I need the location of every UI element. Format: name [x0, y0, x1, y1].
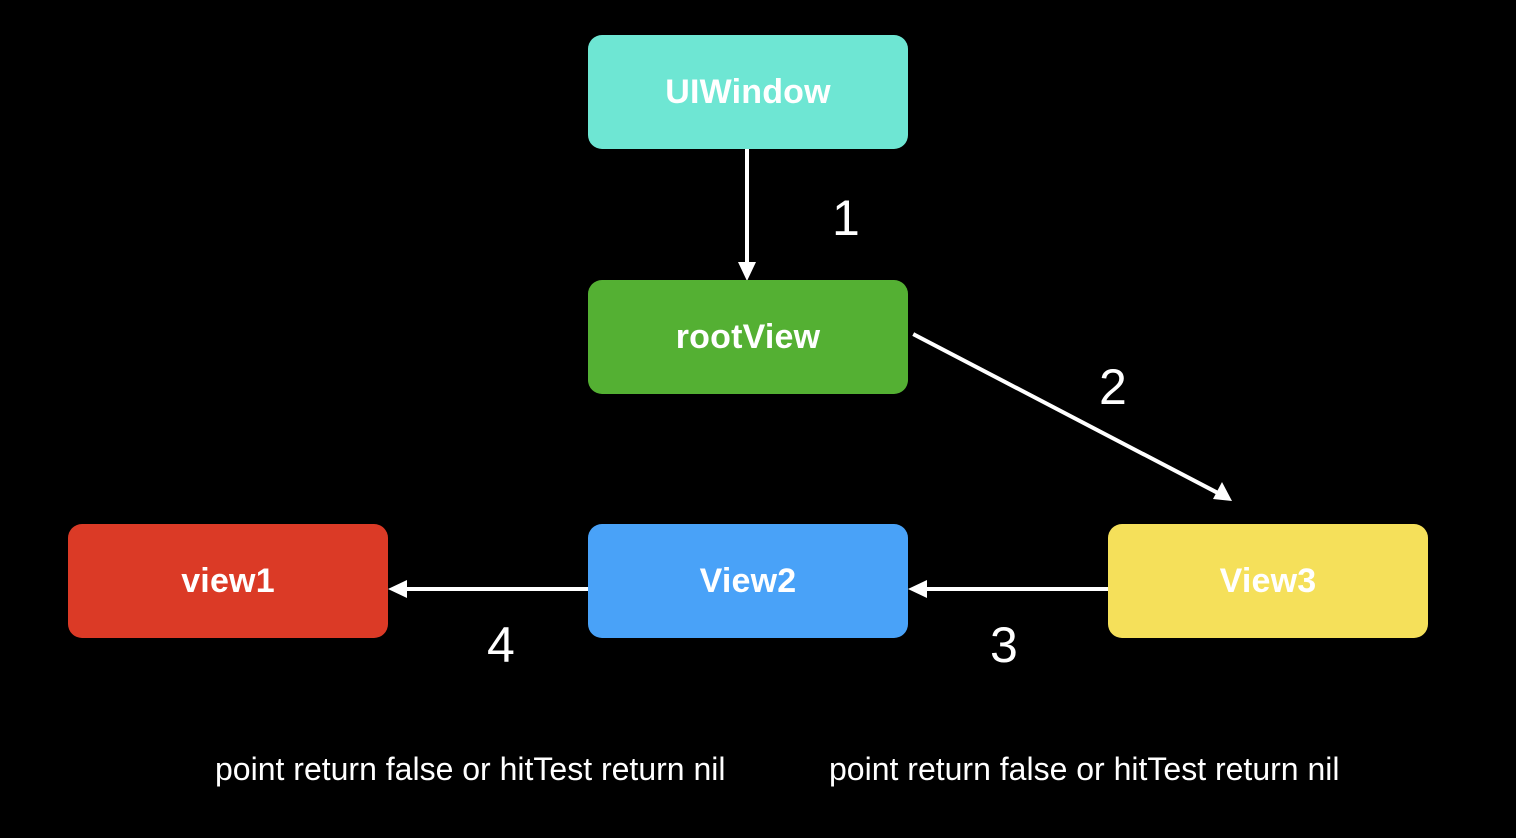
- arrowhead-view3: [1213, 482, 1232, 501]
- edge-rootview-view3: [912, 332, 1219, 495]
- node-view2: View2: [588, 524, 908, 638]
- step-label-3: 3: [990, 617, 1018, 673]
- step-label-4: 4: [487, 617, 515, 673]
- node-uiwindow-label: UIWindow: [665, 72, 831, 111]
- step-label-2: 2: [1099, 359, 1127, 415]
- node-view1: view1: [68, 524, 388, 638]
- node-view3: View3: [1108, 524, 1428, 638]
- node-rootview: rootView: [588, 280, 908, 394]
- node-view2-label: View2: [699, 561, 797, 600]
- arrowhead-rootview: [738, 262, 756, 281]
- node-rootview-label: rootView: [675, 317, 821, 356]
- note-left: point return false or hitTest return nil: [215, 751, 726, 787]
- arrowhead-view2: [908, 580, 927, 598]
- node-view1-label: view1: [181, 561, 275, 600]
- note-right: point return false or hitTest return nil: [829, 751, 1340, 787]
- arrowhead-view1: [388, 580, 407, 598]
- node-uiwindow: UIWindow: [588, 35, 908, 149]
- step-label-1: 1: [832, 190, 860, 246]
- node-view3-label: View3: [1219, 561, 1317, 600]
